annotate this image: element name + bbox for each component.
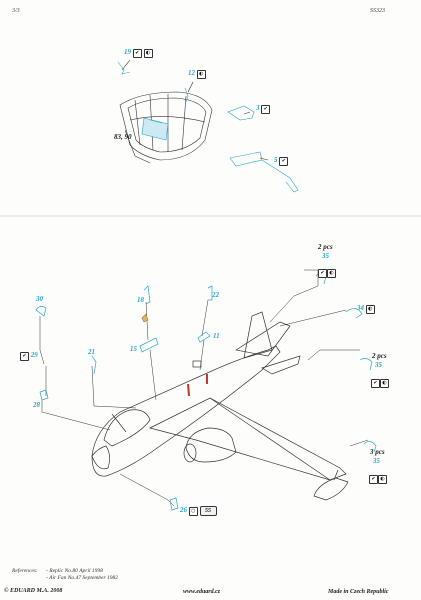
check-icon: ✔ xyxy=(279,157,289,166)
label-part-35b: 35 xyxy=(375,361,382,369)
check-icon: ✔ xyxy=(261,105,271,114)
label-part-19: 19 ✔ ◐ xyxy=(124,48,153,58)
page-number: 3/3 xyxy=(12,8,20,14)
reference-1: - Replic No.80 April 1998 xyxy=(46,568,103,574)
circle-icon: ○ xyxy=(188,507,198,516)
label-part-12: 12 ◐ xyxy=(188,69,206,79)
label-2pcs-b: 2 pcs xyxy=(372,352,387,360)
label-part-35a: 35 xyxy=(322,252,329,260)
label-part-18: 18 xyxy=(137,296,144,304)
label-part-21: 21 xyxy=(88,348,95,356)
references: References: xyxy=(12,568,38,575)
made-in: Made in Czech Republic xyxy=(328,589,389,595)
check-icon: ✔ xyxy=(369,475,378,484)
label-part-34: 34 ◐ xyxy=(357,304,375,314)
pe-parts-lower xyxy=(35,272,377,511)
aircraft-outline xyxy=(91,311,349,501)
label-part-30: 30 xyxy=(36,295,43,303)
check-icon: ✔ xyxy=(20,352,29,361)
label-part-22: 22 xyxy=(212,291,219,299)
moon-icon: ◐ xyxy=(380,379,389,388)
website[interactable]: www.eduard.cz xyxy=(183,589,221,595)
part-55-box: 55 xyxy=(199,506,217,516)
references-list: - Replic No.80 April 1998 - Air Fan No.4… xyxy=(46,568,118,581)
check-icon: ✔ xyxy=(132,49,142,58)
label-part-11: 11 xyxy=(213,332,220,340)
moon-icon: ◐ xyxy=(378,475,387,484)
icons-35b: ✔◐ xyxy=(371,371,389,389)
label-part-35c: 35 xyxy=(373,457,380,465)
pe-parts-upper xyxy=(117,61,299,193)
moon-icon: ◐ xyxy=(365,305,375,314)
cockpit-tub xyxy=(119,91,213,164)
label-part-28: 28 xyxy=(33,401,40,409)
moon-icon: ◐ xyxy=(143,49,153,58)
label-part-3: 3 ✔ xyxy=(256,104,271,114)
copyright: © EDUARD M.A. 2008 xyxy=(4,588,63,594)
references-title: References: xyxy=(12,568,38,574)
moon-icon: ◐ xyxy=(196,70,206,79)
check-icon: ✔ xyxy=(371,379,380,388)
label-3pcs: 3 pcs xyxy=(370,448,385,456)
label-part-5: 5 ✔ xyxy=(274,156,289,166)
label-part-15: 15 xyxy=(130,345,137,353)
label-part-29: ✔ 29 xyxy=(20,351,38,361)
check-icon: ✔ xyxy=(318,269,327,278)
icons-35c: ✔◐ xyxy=(369,467,387,485)
label-2pcs-a: 2 pcs xyxy=(318,243,333,251)
reference-2: - Air Fan No.47 September 1982 xyxy=(46,574,119,581)
set-code: SS323 xyxy=(370,8,385,14)
moon-icon: ◐ xyxy=(327,269,336,278)
label-part-26: 26 ○ 55 xyxy=(180,506,217,516)
label-83-90: 83, 90 xyxy=(114,133,132,141)
icons-35a: ✔◐ xyxy=(318,261,336,279)
